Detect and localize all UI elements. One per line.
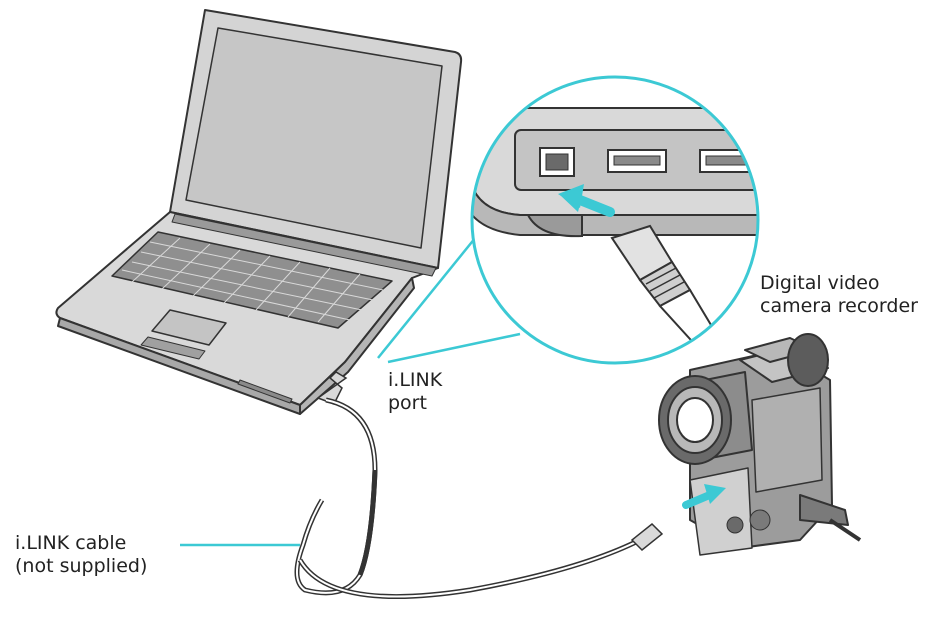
ilink-cable <box>297 372 662 597</box>
camera-label-line2: camera recorder <box>760 295 918 318</box>
camera-label: Digital video camera recorder <box>760 272 918 318</box>
port-label: i.LINK port <box>388 369 442 415</box>
camera-label-line1: Digital video <box>760 272 918 295</box>
ilink-port-icon <box>540 148 574 176</box>
cable-label-line1: i.LINK cable <box>15 532 147 555</box>
cable-label: i.LINK cable (not supplied) <box>15 532 147 578</box>
camcorder-icon <box>659 334 860 555</box>
port-label-line1: i.LINK <box>388 369 442 392</box>
laptop-icon <box>56 10 461 414</box>
port-label-line2: port <box>388 392 442 415</box>
cable-label-line2: (not supplied) <box>15 555 147 578</box>
